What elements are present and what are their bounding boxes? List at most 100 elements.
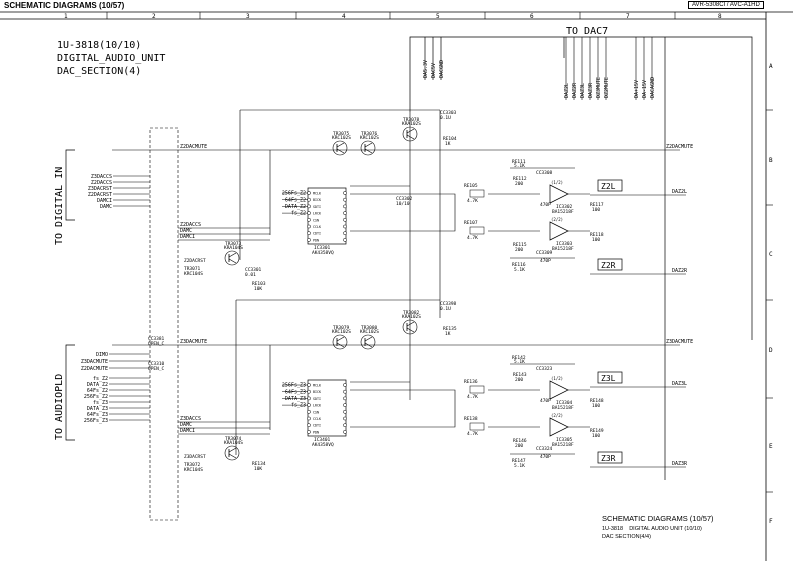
dac-input-label: 256Fs_Z2 bbox=[282, 191, 306, 197]
resistor-symbol bbox=[469, 422, 485, 431]
opamp-pin-label: (2/2) bbox=[551, 413, 563, 418]
resistor-ref: RE116 bbox=[512, 262, 526, 268]
digital-in-signal-label: Z2DACCS bbox=[91, 180, 112, 186]
to-dac7-label: TO DAC7 bbox=[566, 26, 608, 37]
dac-pin bbox=[343, 197, 347, 202]
net-z3-mute-right: Z3DACMUTE bbox=[666, 339, 693, 345]
opamp-symbol bbox=[549, 184, 569, 204]
footer-title: SCHEMATIC DIAGRAMS (10/57) bbox=[602, 514, 714, 523]
capacitor-ref: CC3310 bbox=[148, 361, 165, 367]
dac-pin bbox=[343, 238, 347, 242]
dac-pin-label: BICK bbox=[313, 390, 321, 394]
audiopld-signal-label: Z2DACMUTE bbox=[81, 366, 108, 372]
capacitor-value: 0.1U bbox=[440, 306, 451, 312]
audiopld-signal-label: DIMO bbox=[96, 352, 108, 358]
dac-pin-label: SDTI bbox=[313, 397, 321, 401]
dac7-top-wire-label: DACGND bbox=[439, 60, 445, 78]
dac7-top-wire-label: DAC5V bbox=[431, 63, 437, 78]
dac-pin-label: PDN bbox=[313, 430, 319, 434]
net-z3-mute-left: Z3DACMUTE bbox=[180, 339, 207, 345]
resistor-ref: RE148 bbox=[590, 398, 604, 404]
audiopld-signal-label: DATA_Z2 bbox=[87, 382, 108, 388]
capacitor-value: 470P bbox=[540, 202, 551, 208]
dac7-mid-wire-label: DZ2MUTE bbox=[604, 77, 610, 98]
wire-harness bbox=[149, 127, 179, 521]
dac-pin bbox=[307, 416, 311, 421]
dac-pin bbox=[343, 409, 347, 414]
capacitor-ref: CC3309 bbox=[536, 250, 553, 256]
dac7-right-wire-label: DA+15V bbox=[634, 80, 640, 98]
resistor-ref: RE117 bbox=[590, 202, 604, 208]
dac-pin bbox=[307, 409, 311, 414]
grid-col-2: 2 bbox=[152, 13, 156, 20]
transistor-part: KRC102S bbox=[360, 135, 379, 141]
dac-pin-label: MCLK bbox=[313, 384, 321, 388]
transistor-ref: TR3074 bbox=[225, 436, 242, 442]
resistor-value: 4.7K bbox=[467, 431, 478, 437]
transistor-ref: TR3076 bbox=[361, 131, 378, 137]
transistor-body bbox=[224, 250, 240, 266]
transistor-collector bbox=[406, 321, 415, 327]
transistor-collector bbox=[364, 336, 373, 342]
dac-ic-part: AK4358VQ bbox=[312, 250, 334, 256]
dac-pin-label: BICK bbox=[313, 198, 321, 202]
opamp-pin-label: (1/2) bbox=[551, 376, 563, 381]
transistor-group: TR3075KRC102STR3076KRC102STR3078KRA102ST… bbox=[184, 117, 421, 473]
dac7-right-wire-label: DACAGND bbox=[650, 77, 656, 98]
transistor-part: KRC104S bbox=[184, 271, 203, 277]
transistor-collector bbox=[228, 447, 237, 453]
z2-dac-net-label: DAMC bbox=[180, 228, 192, 234]
resistor-symbol bbox=[469, 226, 485, 235]
transistor-ref: TR3080 bbox=[361, 325, 378, 331]
dac-pin bbox=[343, 224, 347, 229]
dac-pin bbox=[343, 430, 347, 434]
z2-dac-net-label: DAMCI bbox=[180, 234, 195, 240]
opamp-ref: IC3305 bbox=[556, 437, 573, 443]
grid-row-c: C bbox=[769, 251, 773, 258]
resistor-ref: RE136 bbox=[464, 379, 478, 385]
dac-pin bbox=[343, 383, 347, 387]
footer-line2: 1U-3818 DIGITAL AUDIO UNIT (10/10) bbox=[602, 526, 702, 532]
opamp-pin-label: (2/2) bbox=[551, 217, 563, 222]
dac-pin-label: MCLK bbox=[313, 192, 321, 196]
resistor-ref: RE112 bbox=[513, 176, 527, 182]
transistor-part: KRA102S bbox=[402, 314, 421, 320]
dac-pin bbox=[343, 204, 347, 209]
transistor-ref: TR3082 bbox=[403, 310, 420, 316]
grid-col-1: 1 bbox=[64, 13, 68, 20]
resistor-ref: RE111 bbox=[512, 159, 526, 165]
resistor-value: 200 bbox=[515, 181, 523, 187]
transistor-part: KRC102S bbox=[332, 135, 351, 141]
dac-pin bbox=[307, 430, 311, 434]
digital-in-signal-label: Z2DACRST bbox=[88, 192, 112, 198]
output-box-label: Z3R bbox=[601, 454, 616, 463]
resistor-value: 1K bbox=[445, 141, 451, 147]
output-net-label: DAZ2R bbox=[672, 268, 688, 274]
resistor-ref: RE135 bbox=[443, 326, 457, 332]
dac-pin bbox=[307, 224, 311, 229]
resistor-value: 1K bbox=[445, 331, 451, 337]
z3-dac-net-label: Z3DACCS bbox=[180, 416, 201, 422]
dac7-mid-wire-label: DAZ2L bbox=[564, 83, 570, 98]
audiopld-signal-label: fs_Z3 bbox=[93, 400, 108, 406]
dac-pin-label: CSN bbox=[313, 410, 319, 414]
board-title-line2: DIGITAL_AUDIO_UNIT bbox=[57, 53, 165, 64]
resistor-value: 10K bbox=[254, 286, 262, 292]
output-box bbox=[597, 371, 623, 384]
digital-in-signal-label: DAMCI bbox=[97, 198, 112, 204]
capacitor-value: 470P bbox=[540, 454, 551, 460]
audiopld-signal-label: 256Fs_Z3 bbox=[84, 418, 108, 424]
model-badge: AVR-5308CI / AVC-A1HD bbox=[688, 1, 764, 9]
filter-wire bbox=[350, 193, 456, 232]
transistor-net-label: Z3DACRST bbox=[184, 454, 206, 460]
transistor-ref: TR3075 bbox=[333, 131, 350, 137]
transistor-body bbox=[224, 445, 240, 461]
dac-ic-ref: IC3301 bbox=[314, 245, 331, 251]
capacitor-value: OPEN_C bbox=[148, 341, 165, 347]
transistor-emitter bbox=[364, 148, 373, 154]
